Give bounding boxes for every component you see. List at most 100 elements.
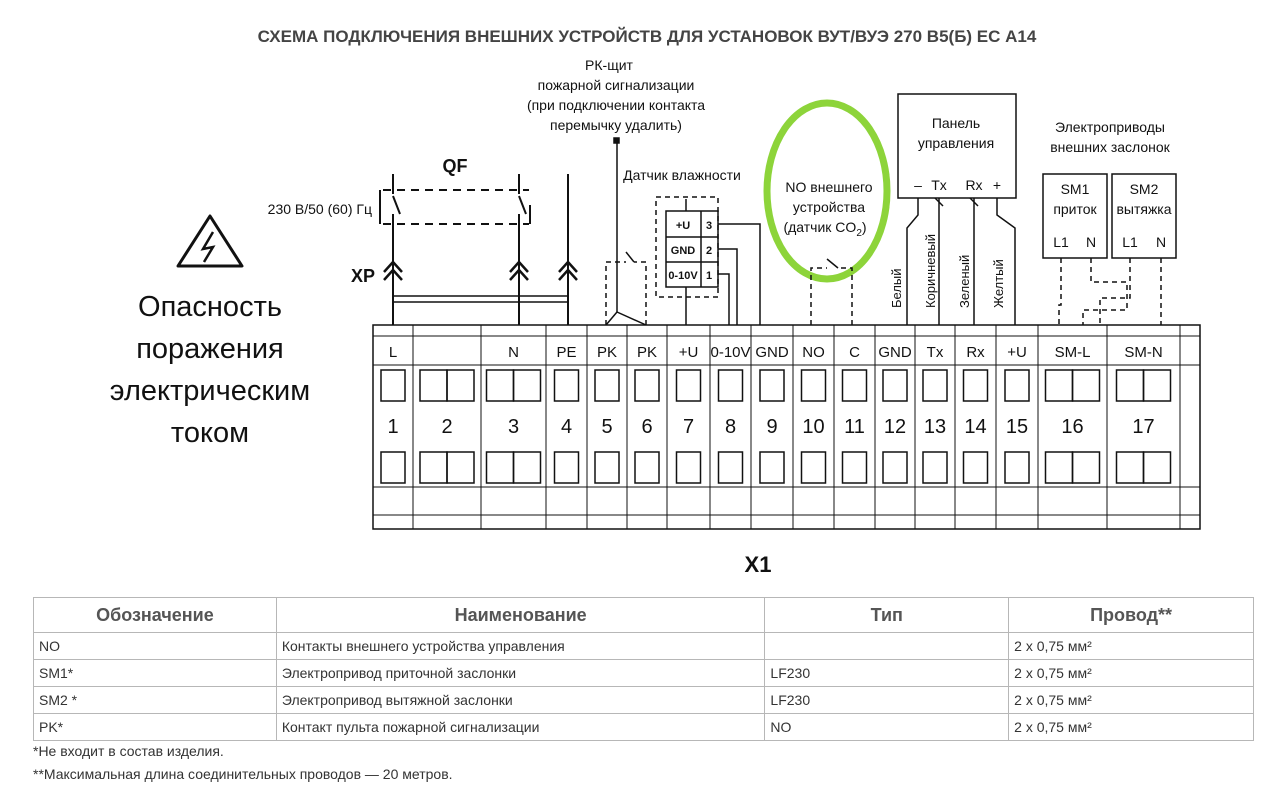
terminal-screw[interactable] — [1071, 369, 1101, 402]
terminal-screw[interactable] — [962, 369, 989, 402]
no-device-line-2: устройства — [793, 199, 865, 215]
xp-label: XP — [351, 266, 375, 286]
terminal-screw[interactable] — [1044, 369, 1074, 402]
terminal-screw[interactable] — [512, 451, 542, 484]
terminal-screw[interactable] — [800, 451, 827, 484]
table-cell: Электропривод вытяжной заслонки — [275, 686, 766, 714]
terminal-screw[interactable] — [634, 369, 660, 402]
terminal-screw[interactable] — [1142, 451, 1172, 484]
terminal-screw[interactable] — [962, 451, 989, 484]
terminal-screw[interactable] — [1115, 451, 1145, 484]
table-cell: LF230 — [764, 659, 1010, 687]
terminal-screw[interactable] — [800, 369, 827, 402]
terminal-screw[interactable] — [419, 451, 448, 484]
terminal-screw[interactable] — [922, 451, 948, 484]
terminal-screw[interactable] — [841, 451, 868, 484]
terminal-screw[interactable] — [1115, 369, 1145, 402]
terminal-number: 9 — [766, 416, 777, 438]
table-cell: Электропривод приточной заслонки — [275, 659, 766, 687]
humidity-pin-2-num: 2 — [706, 245, 712, 257]
fire-panel-line-3: (при подключении контакта — [527, 97, 705, 113]
table-cell: LF230 — [764, 686, 1010, 714]
terminal-number: 12 — [884, 416, 906, 438]
terminal-label: C — [849, 344, 860, 361]
terminal-screw[interactable] — [512, 369, 542, 402]
terminal-screw[interactable] — [717, 451, 744, 484]
terminal-number: 6 — [641, 416, 652, 438]
table-cell: PK* — [33, 713, 277, 741]
terminal-screw[interactable] — [419, 369, 448, 402]
terminal-label: N — [508, 344, 519, 361]
table-row: PK* Контакт пульта пожарной сигнализации… — [33, 713, 1254, 741]
footnote-1: *Не входит в состав изделия. — [33, 743, 224, 759]
terminal-screw[interactable] — [675, 451, 702, 484]
panel-pin-plus: + — [993, 177, 1001, 193]
sm1-desc: приток — [1053, 201, 1097, 217]
terminal-screw[interactable] — [634, 451, 660, 484]
terminal-screw[interactable] — [1044, 451, 1074, 484]
terminal-number: 4 — [561, 416, 572, 438]
terminal-screw[interactable] — [922, 369, 948, 402]
panel-line-1: Панель — [932, 115, 980, 131]
terminal-label: NO — [802, 344, 825, 361]
table-cell: SM2 * — [33, 686, 277, 714]
table-row: NO Контакты внешнего устройства управлен… — [33, 632, 1254, 660]
terminal-screw[interactable] — [882, 451, 908, 484]
terminal-screw[interactable] — [1004, 451, 1030, 484]
terminal-screw[interactable] — [485, 369, 515, 402]
table-row: SM2 * Электропривод вытяжной заслонки LF… — [33, 686, 1254, 714]
terminal-screw[interactable] — [446, 369, 475, 402]
terminal-label: L — [389, 344, 397, 361]
terminal-label: PK — [637, 344, 657, 361]
terminal-number: 8 — [725, 416, 736, 438]
control-panel-box — [897, 93, 1017, 199]
footnote-2: **Максимальная длина соединительных пров… — [33, 766, 453, 782]
panel-pin-minus: – — [914, 177, 922, 193]
table-cell: SM1* — [33, 659, 277, 687]
table-cell: 2 х 0,75 мм² — [1008, 686, 1254, 714]
terminal-screw[interactable] — [446, 451, 475, 484]
humidity-pin-2-name: GND — [671, 245, 696, 257]
green-highlight-circle — [763, 99, 891, 283]
terminal-screw[interactable] — [841, 369, 868, 402]
terminal-screw[interactable] — [1071, 451, 1101, 484]
humidity-pin-1-name: +U — [676, 220, 690, 232]
no-device-contact — [810, 258, 853, 325]
terminal-screw[interactable] — [759, 369, 785, 402]
humidity-label: Датчик влажности — [623, 167, 741, 183]
terminal-number: 15 — [1006, 416, 1028, 438]
legend-table: Обозначение Наименование Тип Провод** NO… — [33, 597, 1254, 741]
no-device-line-3: (датчик CO2) — [783, 219, 866, 239]
terminal-screw[interactable] — [594, 369, 620, 402]
panel-pin-tx: Tx — [931, 177, 947, 193]
terminal-number: 7 — [683, 416, 694, 438]
terminal-number: 11 — [844, 416, 865, 438]
xp-bus-lines — [393, 295, 568, 303]
terminal-label: PK — [597, 344, 617, 361]
table-cell: Контакт пульта пожарной сигнализации — [275, 713, 766, 741]
terminal-screw[interactable] — [485, 451, 515, 484]
sm1-n: N — [1086, 234, 1096, 250]
terminal-screw[interactable] — [675, 369, 702, 402]
terminal-screw[interactable] — [1142, 369, 1172, 402]
terminal-number: 10 — [802, 416, 824, 438]
terminal-screw[interactable] — [380, 369, 406, 402]
sm2-desc: вытяжка — [1116, 201, 1171, 217]
terminal-screw[interactable] — [1004, 369, 1030, 402]
terminal-screw[interactable] — [759, 451, 785, 484]
terminal-screw[interactable] — [717, 369, 744, 402]
sm2-n: N — [1156, 234, 1166, 250]
terminal-screw[interactable] — [380, 451, 406, 484]
terminal-screw[interactable] — [594, 451, 620, 484]
x1-label: X1 — [745, 552, 772, 577]
panel-pin-rx: Rx — [965, 177, 982, 193]
humidity-pin-3-num: 1 — [706, 270, 712, 282]
terminal-label: 0-10V — [710, 344, 750, 361]
terminal-screw[interactable] — [553, 369, 580, 402]
sm2-box — [1111, 173, 1177, 259]
table-cell: 2 х 0,75 мм² — [1008, 713, 1254, 741]
terminal-screw[interactable] — [882, 369, 908, 402]
fire-panel-line-2: пожарной сигнализации — [538, 77, 695, 93]
terminal-screw[interactable] — [553, 451, 580, 484]
